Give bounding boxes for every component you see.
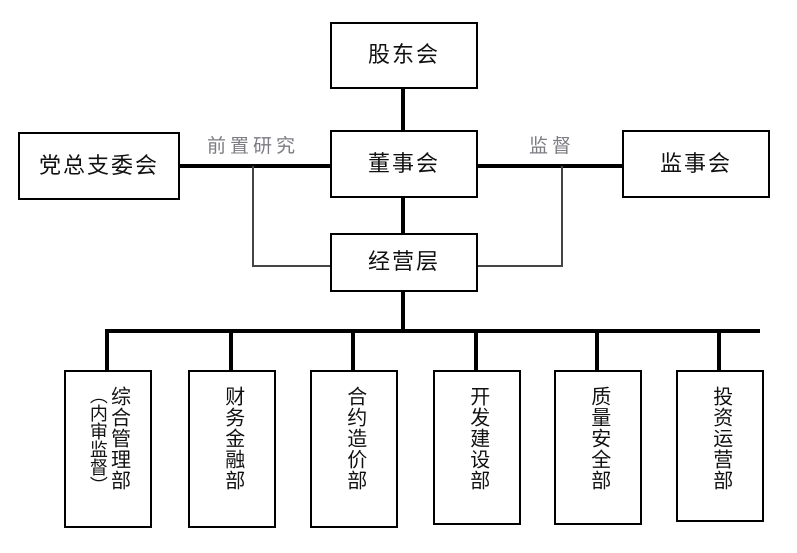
node-department-1[interactable]: 综合管理部 （内审监督） bbox=[64, 370, 152, 528]
edge-bus-drop-1 bbox=[105, 329, 109, 371]
department-4-text: 开发建设部 bbox=[466, 386, 489, 523]
department-4-main-label: 开发建设部 bbox=[466, 386, 489, 491]
edge-management-to-bus bbox=[401, 291, 405, 332]
node-department-4[interactable]: 开发建设部 bbox=[433, 370, 521, 525]
edge-board-to-supervisors bbox=[476, 164, 624, 168]
edge-prestudy-drop bbox=[252, 166, 254, 266]
edge-prestudy-to-management bbox=[252, 265, 332, 267]
node-department-6[interactable]: 投资运营部 bbox=[676, 370, 764, 522]
edge-bus-drop-3 bbox=[351, 329, 355, 371]
department-3-main-label: 合约造价部 bbox=[343, 386, 366, 491]
node-board-of-directors[interactable]: 董事会 bbox=[330, 130, 478, 198]
node-department-2[interactable]: 财务金融部 bbox=[188, 370, 276, 528]
edge-department-bus bbox=[105, 329, 760, 333]
department-5-text: 质量安全部 bbox=[587, 386, 610, 523]
department-1-sub-label: （内审监督） bbox=[87, 386, 108, 494]
edge-bus-drop-6 bbox=[717, 329, 721, 371]
department-3-text: 合约造价部 bbox=[343, 386, 366, 526]
edge-bus-drop-5 bbox=[595, 329, 599, 371]
edge-shareholders-to-board bbox=[401, 88, 405, 136]
edge-bus-drop-4 bbox=[474, 329, 478, 371]
connector-label-supervision: 监督 bbox=[529, 136, 576, 157]
edge-party-to-board bbox=[178, 164, 332, 168]
node-management-label: 经营层 bbox=[367, 249, 440, 275]
node-party-committee-label: 党总支委会 bbox=[38, 152, 159, 178]
edge-supervision-to-management bbox=[476, 265, 563, 267]
edge-bus-drop-2 bbox=[229, 329, 233, 371]
department-5-main-label: 质量安全部 bbox=[587, 386, 610, 491]
node-shareholders-label: 股东会 bbox=[367, 42, 440, 68]
node-department-3[interactable]: 合约造价部 bbox=[310, 370, 398, 528]
node-party-committee[interactable]: 党总支委会 bbox=[18, 132, 180, 200]
connector-label-pre-research: 前置研究 bbox=[207, 136, 300, 157]
node-department-5[interactable]: 质量安全部 bbox=[554, 370, 642, 525]
node-shareholders[interactable]: 股东会 bbox=[330, 22, 478, 89]
department-6-main-label: 投资运营部 bbox=[709, 386, 732, 491]
department-2-main-label: 财务金融部 bbox=[221, 386, 244, 491]
node-management[interactable]: 经营层 bbox=[330, 233, 478, 292]
edge-board-to-management bbox=[401, 198, 405, 234]
department-1-text: 综合管理部 （内审监督） bbox=[87, 386, 130, 526]
node-board-of-directors-label: 董事会 bbox=[367, 150, 440, 176]
department-1-main-label: 综合管理部 bbox=[107, 386, 130, 491]
node-supervisors-label: 监事会 bbox=[659, 150, 732, 176]
node-supervisors[interactable]: 监事会 bbox=[622, 130, 770, 198]
department-6-text: 投资运营部 bbox=[709, 386, 732, 520]
department-2-text: 财务金融部 bbox=[221, 386, 244, 526]
edge-supervision-drop bbox=[561, 166, 563, 266]
